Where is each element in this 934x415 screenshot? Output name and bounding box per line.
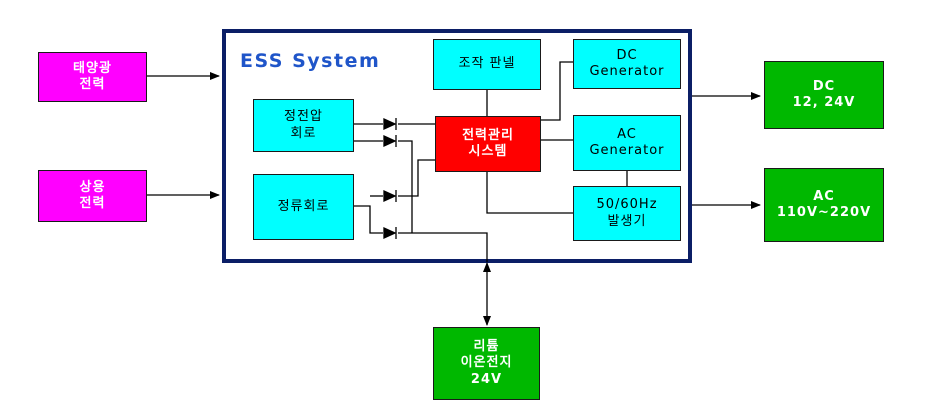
- diode-2: [383, 134, 397, 148]
- dc-output-line1: DC: [812, 78, 836, 94]
- solar-power-source: 태양광 전력: [38, 52, 147, 102]
- rectifier-label: 정류회로: [277, 198, 330, 214]
- rectifier-box: 정류회로: [253, 174, 354, 240]
- grid-line1: 상용: [79, 179, 106, 195]
- diode-3: [383, 189, 397, 203]
- dc-generator-box: DC Generator: [573, 39, 681, 89]
- battery-box: 리튬 이온전지 24V: [433, 327, 540, 400]
- diode-1: [383, 117, 397, 131]
- grid-line2: 전력: [79, 196, 106, 211]
- ac-gen-line2: Generator: [589, 143, 665, 158]
- power-management-box: 전력관리 시스템: [435, 116, 541, 172]
- dc-output-box: DC 12, 24V: [764, 61, 884, 129]
- freq-gen-line2: 발생기: [607, 213, 647, 229]
- freq-gen-line1: 50/60Hz: [596, 197, 658, 213]
- dc-output-line2: 12, 24V: [792, 95, 856, 110]
- dc-gen-line1: DC: [616, 47, 638, 63]
- ac-output-box: AC 110V~220V: [764, 168, 884, 242]
- ac-output-line2: 110V~220V: [776, 205, 872, 220]
- control-panel-label: 조작 판넬: [458, 56, 516, 72]
- regulator-line2: 회로: [290, 125, 317, 141]
- ac-output-line1: AC: [813, 188, 835, 204]
- solar-line2: 전력: [79, 77, 106, 92]
- battery-line2: 이온전지: [460, 355, 513, 371]
- regulator-line1: 정전압: [284, 109, 323, 125]
- battery-line1: 리튬: [473, 339, 500, 355]
- system-title: ESS System: [240, 50, 381, 72]
- diode-4: [383, 226, 397, 240]
- solar-line1: 태양광: [73, 60, 112, 76]
- control-panel-box: 조작 판넬: [433, 39, 541, 90]
- regulator-box: 정전압 회로: [253, 99, 354, 152]
- ac-gen-line1: AC: [617, 126, 637, 142]
- pms-line1: 전력관리: [462, 127, 514, 143]
- grid-power-source: 상용 전력: [38, 170, 147, 222]
- dc-gen-line2: Generator: [589, 64, 665, 79]
- frequency-generator-box: 50/60Hz 발생기: [573, 186, 681, 241]
- ac-generator-box: AC Generator: [573, 115, 681, 171]
- battery-line3: 24V: [470, 371, 503, 387]
- pms-line2: 시스템: [468, 144, 508, 159]
